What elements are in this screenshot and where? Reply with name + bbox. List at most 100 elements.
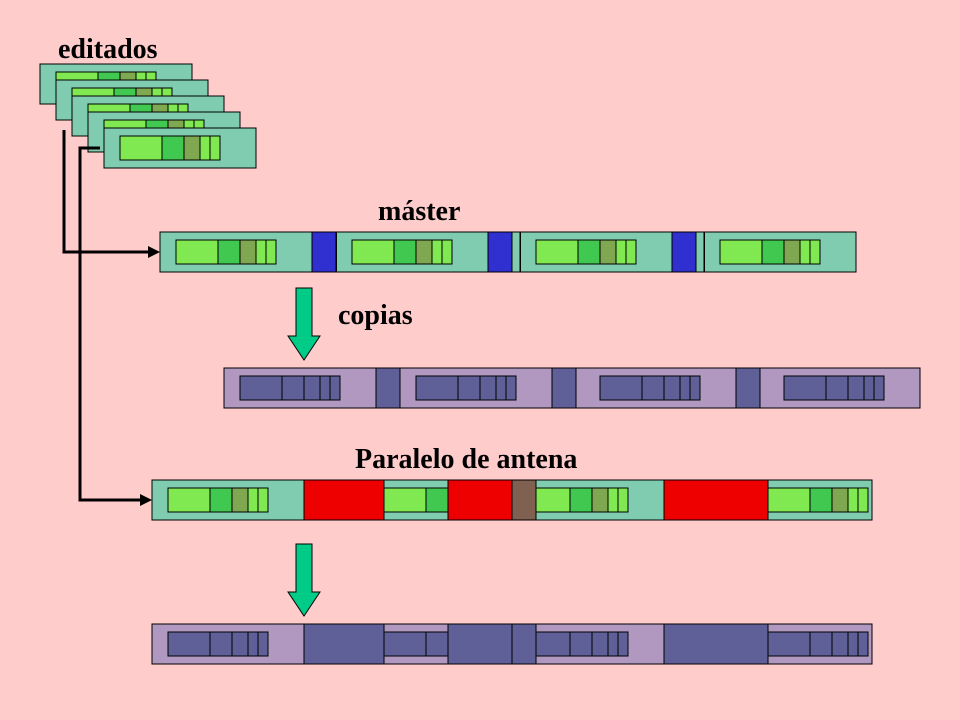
copy-clip-block: [569, 631, 593, 657]
copy-clip-block: [783, 375, 827, 401]
red-insert: [447, 479, 513, 521]
clip-block: [441, 239, 453, 265]
copy-clip-block: [767, 631, 811, 657]
clip-block: [809, 239, 821, 265]
copy-gap: [551, 367, 577, 409]
clip-block: [857, 487, 869, 513]
connector-arrowhead: [140, 494, 152, 506]
parallel-antenna-label: Paralelo de antena: [355, 444, 578, 475]
master-strip: [159, 231, 857, 273]
copy-clip-block: [239, 375, 283, 401]
copy-gap: [663, 623, 769, 665]
clip-block: [799, 239, 811, 265]
clip-block: [809, 487, 833, 513]
connector-arrowhead: [148, 246, 160, 258]
copy-clip-block: [847, 631, 859, 657]
down-arrow-icon: [287, 543, 321, 617]
copy-clip-block: [831, 631, 849, 657]
clip-block: [257, 487, 269, 513]
down-arrows: [287, 287, 321, 617]
copy-gap: [511, 623, 537, 665]
copy-clip-block: [457, 375, 481, 401]
master-label: máster: [378, 196, 461, 227]
antenna-parallel-strip: [151, 479, 873, 521]
copy-clip-block: [857, 631, 869, 657]
clip-block: [119, 135, 163, 161]
clip-block: [607, 487, 619, 513]
clip-block: [167, 487, 211, 513]
copy-clip-block: [599, 375, 643, 401]
clip-block: [265, 239, 277, 265]
clip-block: [577, 239, 601, 265]
copy-clip-block: [873, 375, 885, 401]
copy-gap: [447, 623, 513, 665]
copy-clip-block: [847, 375, 865, 401]
copy-clip-block: [495, 375, 507, 401]
red-insert: [663, 479, 769, 521]
copy-clip-block: [247, 631, 259, 657]
copy-clip-block: [617, 631, 629, 657]
copy-clip-block: [415, 375, 459, 401]
clip-block: [393, 239, 417, 265]
clip-block: [719, 239, 763, 265]
copies-label: copias: [338, 300, 413, 331]
copy-clip-block: [663, 375, 681, 401]
clip-block: [783, 239, 801, 265]
clip-block: [831, 487, 849, 513]
copies-strip: [223, 367, 921, 409]
clip-block: [175, 239, 219, 265]
connector-lines: [62, 130, 160, 506]
blue-gap: [311, 231, 337, 273]
clip-block: [591, 487, 609, 513]
divider: [335, 231, 337, 273]
copy-clip-block: [679, 375, 691, 401]
clip-block: [625, 239, 637, 265]
edited-clips-stack: [39, 63, 257, 169]
copy-clip-block: [383, 631, 427, 657]
clip-block: [383, 487, 427, 513]
clip-block: [425, 487, 449, 513]
clip-block: [247, 487, 259, 513]
clip-block: [209, 135, 221, 161]
copy-clip-block: [231, 631, 249, 657]
copy-clip-block: [329, 375, 341, 401]
copy-clip-block: [425, 631, 449, 657]
clip-block: [617, 487, 629, 513]
clip-block: [239, 239, 257, 265]
copy-clip-block: [607, 631, 619, 657]
copy-clip-block: [167, 631, 211, 657]
clip-block: [209, 487, 233, 513]
connector-to-antenna: [78, 146, 142, 502]
connector-to-master: [62, 130, 150, 254]
clip-block: [767, 487, 811, 513]
copy-clip-block: [479, 375, 497, 401]
clip-block: [847, 487, 859, 513]
copy-clip-block: [209, 631, 233, 657]
clip-block: [569, 487, 593, 513]
clip-block: [535, 239, 579, 265]
divider: [519, 231, 521, 273]
clip-block: [231, 487, 249, 513]
copy-gap: [303, 623, 385, 665]
copy-clip-block: [303, 375, 321, 401]
copy-clip-block: [257, 631, 269, 657]
down-arrow-icon: [287, 287, 321, 361]
blue-gap: [487, 231, 513, 273]
copy-clip-block: [689, 375, 701, 401]
clip-block: [415, 239, 433, 265]
divider: [703, 231, 705, 273]
clip-block: [217, 239, 241, 265]
clip-block: [599, 239, 617, 265]
clip-block: [761, 239, 785, 265]
clip-block: [431, 239, 443, 265]
clip-block: [351, 239, 395, 265]
copy-clip-block: [825, 375, 849, 401]
clip-block: [199, 135, 211, 161]
clip-block: [615, 239, 627, 265]
copy-clip-block: [641, 375, 665, 401]
clip-block: [161, 135, 185, 161]
red-insert: [303, 479, 385, 521]
clip-block: [255, 239, 267, 265]
blue-gap: [671, 231, 697, 273]
